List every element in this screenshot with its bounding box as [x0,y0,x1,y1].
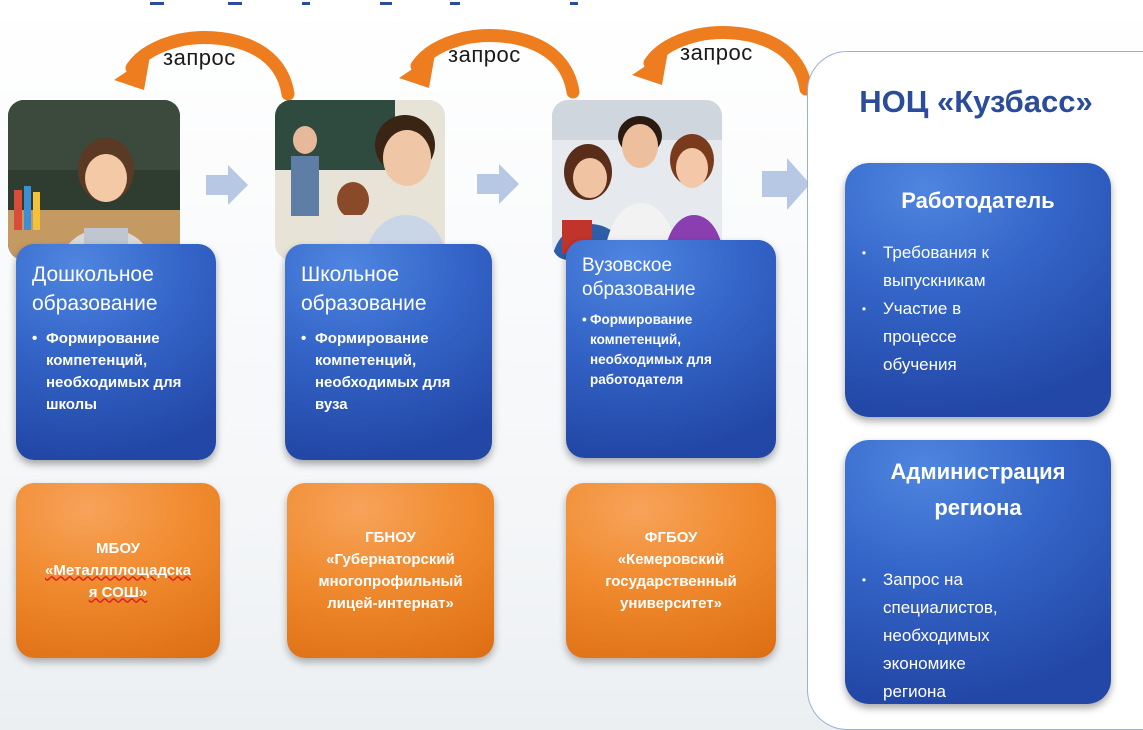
stage-bullet-text: Формирование компетенций, необходимых дл… [315,330,451,413]
bullet-dot-icon: • [32,330,38,347]
bullet-dot-icon: • [861,302,867,316]
role-title: Работодатель [901,188,1055,213]
stage-bullet: • Формирование компетенций, необходимых … [32,328,202,416]
stage-bullet: • Формирование компетенций, необходимых … [301,328,478,416]
university-photo [552,100,722,260]
role-title: Администрация региона [890,459,1066,520]
top-decoration [150,2,578,5]
bullet-dot-icon: • [861,573,867,587]
org-type: ФГБОУ [644,528,698,546]
noc-title: НОЦ «Кузбасс» [859,84,1093,119]
flow-arrow-2 [477,164,519,204]
stage-preschool: Дошкольное образование • Формирование ко… [16,244,216,460]
org-name-text: «Металлплощадская СОШ» [45,561,191,601]
school-photo [275,100,445,260]
org-box-school: ГБНОУ «Губернаторский многопрофильный ли… [287,483,494,658]
bullet-dot-icon: • [861,246,867,260]
preschool-photo [8,100,180,260]
stage-bullet: • Формирование компетенций, необходимых … [582,310,762,390]
stage-university: Вузовское образование • Формирование ком… [566,240,776,458]
stage-title: Вузовское образование [582,255,696,300]
role-bullet: • Участие в процессе обучения [845,295,1111,379]
role-bullet: • Запрос на специалистов, необходимых эк… [845,566,1111,706]
flow-arrow-1 [206,165,248,205]
org-box-preschool: МБОУ «Металлплощадская СОШ» [16,483,220,658]
role-bullet-text: Требования к выпускникам [883,243,989,290]
role-administration: Администрация региона • Запрос на специа… [845,440,1111,704]
org-name: «Металлплощадская СОШ» [43,560,193,604]
request-label-3: запрос [680,40,753,65]
request-arrow-1 [114,31,295,101]
role-bullet: • Требования к выпускникам [845,239,1111,295]
request-arrow-3 [632,26,813,96]
bullet-dot-icon: • [582,312,587,327]
org-name: «Губернаторский многопрофильный лицей-ин… [318,550,463,612]
stage-title: Дошкольное образование [32,263,158,315]
request-label-1: запрос [163,45,236,70]
org-type: МБОУ [96,539,140,557]
bullet-dot-icon: • [301,330,307,347]
request-arrow-2 [399,29,580,99]
stage-school: Школьное образование • Формирование комп… [285,244,492,460]
stage-bullet-text: Формирование компетенций, необходимых дл… [46,330,182,413]
role-employer: Работодатель • Требования к выпускникам … [845,163,1111,417]
org-name: «Кемеровский государственный университет… [605,550,737,612]
role-bullet-text: Запрос на специалистов, необходимых экон… [883,570,998,701]
request-label-2: запрос [448,42,521,67]
org-type: ГБНОУ [365,528,416,546]
role-bullet-text: Участие в процессе обучения [883,299,962,374]
stage-title: Школьное образование [301,263,427,315]
org-box-university: ФГБОУ «Кемеровский государственный униве… [566,483,776,658]
flow-arrow-3 [762,158,810,210]
stage-bullet-text: Формирование компетенций, необходимых дл… [590,312,712,387]
